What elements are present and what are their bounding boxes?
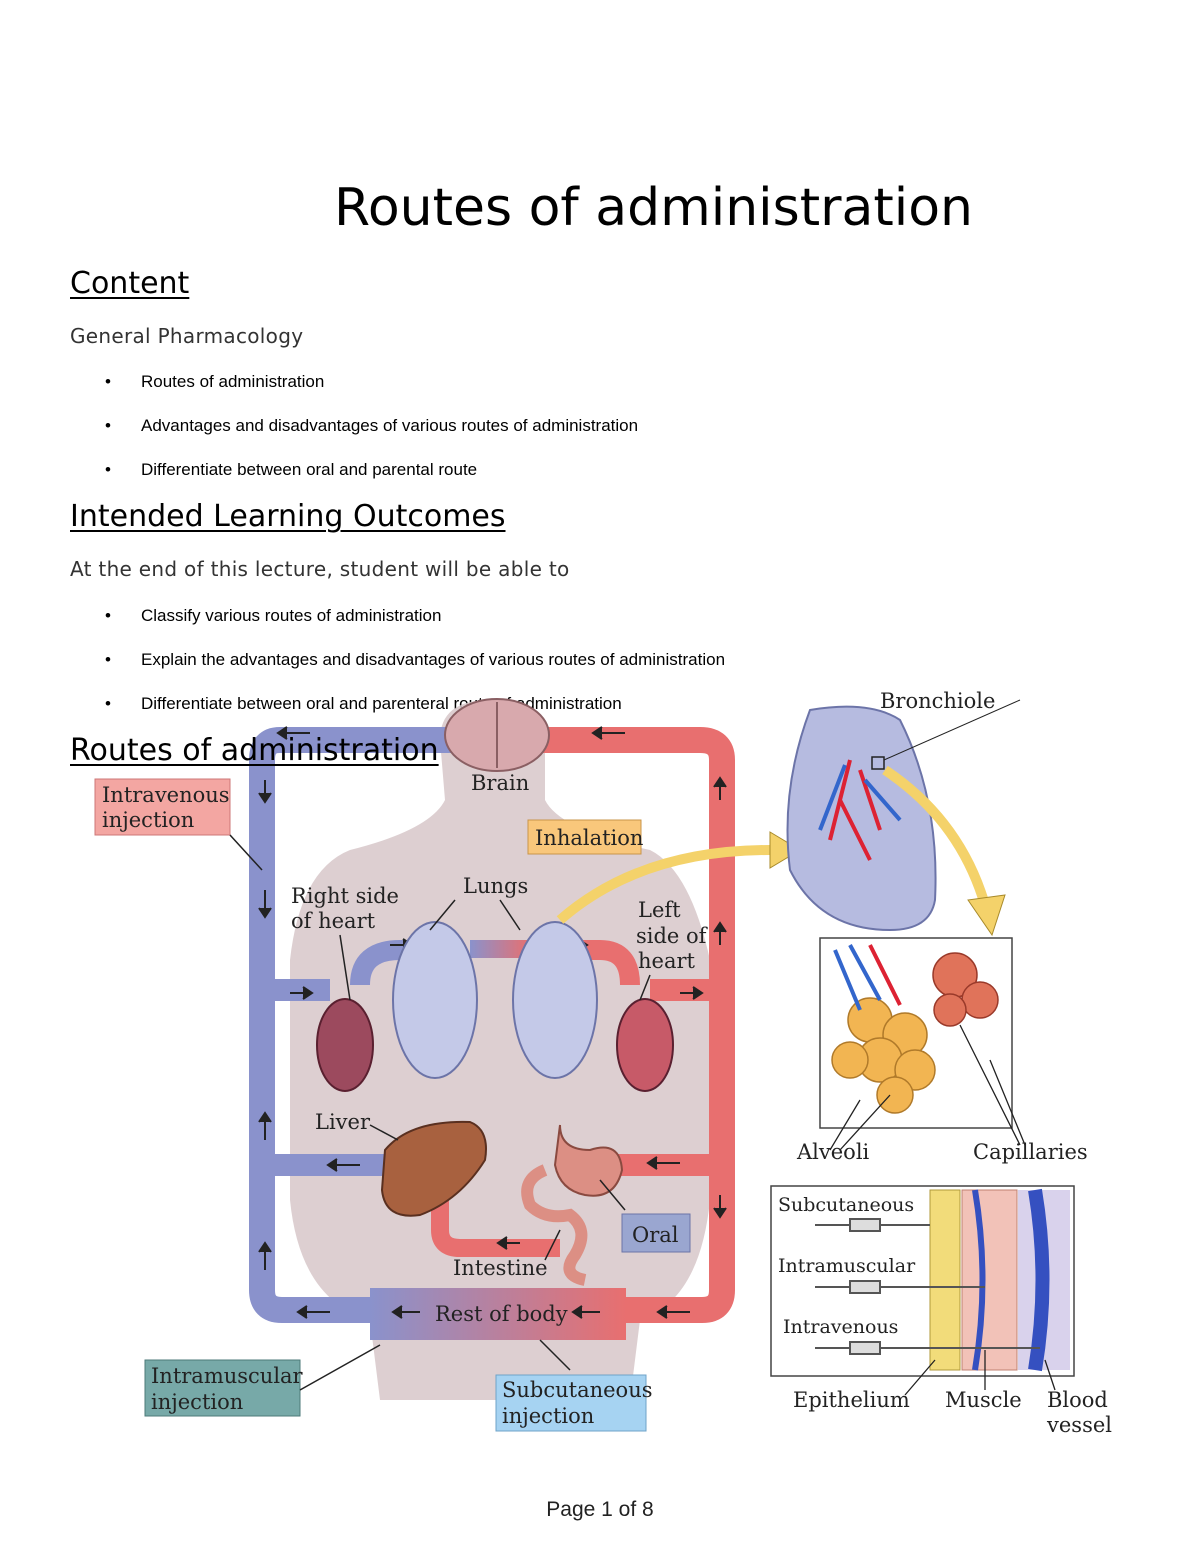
pulmonary-bridge — [470, 940, 530, 958]
right-heart-icon — [316, 998, 374, 1092]
outcomes-intro: At the end of this lecture, student will… — [70, 557, 570, 581]
inhalation-box — [527, 819, 642, 855]
oral-box — [621, 1213, 691, 1253]
syringe-icons — [815, 1218, 1040, 1355]
arterial-vessel — [520, 727, 735, 1323]
subcutaneous-injection-box — [495, 1374, 647, 1432]
content-subtitle: General Pharmacology — [70, 324, 304, 348]
liver-label: Liver — [315, 1110, 371, 1134]
left-heart-label: heart — [638, 949, 696, 973]
inset-subcutaneous-label: Subcutaneous — [778, 1194, 914, 1216]
iv-injection-label: Intravenous — [102, 783, 230, 807]
bullet-icon: • — [105, 372, 111, 391]
left-heart-label: Left — [638, 898, 681, 922]
content-heading: Content — [70, 266, 190, 301]
rest-of-body-box — [370, 1288, 626, 1340]
routes-heading: Routes of administration — [70, 733, 439, 768]
im-injection-label: Intramuscular — [151, 1364, 304, 1388]
liver-icon — [380, 1120, 487, 1217]
outcomes-heading: Intended Learning Outcomes — [70, 499, 506, 534]
bronchiole-label: Bronchiole — [880, 689, 995, 713]
lungs-label: Lungs — [463, 874, 528, 898]
oral-label: Oral — [632, 1223, 679, 1247]
bullet-icon: • — [105, 650, 111, 669]
alveoli-icon — [831, 997, 936, 1114]
muscle-layer — [961, 1189, 1018, 1371]
intestine-label: Intestine — [453, 1256, 548, 1280]
iv-injection-label: injection — [102, 808, 194, 832]
zoom-arrow-icon — [882, 765, 990, 907]
inhalation-arrow-icon — [556, 845, 771, 924]
left-lung-icon — [512, 921, 598, 1079]
sc-injection-label: injection — [502, 1404, 594, 1428]
inset-intravenous-label: Intravenous — [783, 1316, 898, 1338]
inhalation-label: Inhalation — [535, 826, 643, 850]
capillaries-icon — [932, 952, 999, 1027]
alveoli-label: Alveoli — [796, 1140, 870, 1164]
epithelium-label: Epithelium — [793, 1388, 910, 1412]
sc-injection-label: Subcutaneous — [502, 1378, 653, 1402]
muscle-label: Muscle — [945, 1388, 1022, 1412]
page-footer: Page 1 of 8 — [546, 1498, 654, 1521]
pointer-lines — [229, 834, 651, 1391]
left-heart-label: side of — [636, 924, 709, 948]
page-title: Routes of administration — [334, 178, 973, 238]
im-injection-label: injection — [151, 1390, 243, 1414]
blood-vessel-label: Blood — [1047, 1388, 1108, 1412]
bullet-icon: • — [105, 416, 111, 435]
intravenous-injection-box — [94, 778, 231, 836]
right-lung-icon — [392, 921, 478, 1079]
venous-vessel — [249, 727, 470, 1323]
bullet-icon: • — [105, 694, 111, 713]
stomach-icon — [553, 1124, 624, 1197]
intramuscular-injection-box — [144, 1359, 301, 1417]
capillaries-label: Capillaries — [973, 1140, 1088, 1164]
rest-of-body-label: Rest of body — [435, 1302, 568, 1326]
venous-to-lungs — [350, 940, 420, 986]
inset-intramuscular-label: Intramuscular — [778, 1255, 916, 1277]
lung-detail-icon — [786, 705, 937, 932]
brain-label: Brain — [471, 771, 529, 795]
bullet-icon: • — [105, 460, 111, 479]
body-silhouette — [290, 700, 710, 1400]
lungs-to-left-heart — [560, 940, 640, 986]
portal-vessel — [431, 1180, 560, 1257]
bullet-icon: • — [105, 606, 111, 625]
left-heart-icon — [616, 998, 674, 1092]
right-heart-label: Right side — [291, 884, 399, 908]
intestine-icon — [521, 1164, 588, 1286]
blood-vessel-label: vessel — [1046, 1413, 1112, 1437]
epithelium-layer — [929, 1189, 961, 1371]
right-heart-label: of heart — [291, 909, 376, 933]
